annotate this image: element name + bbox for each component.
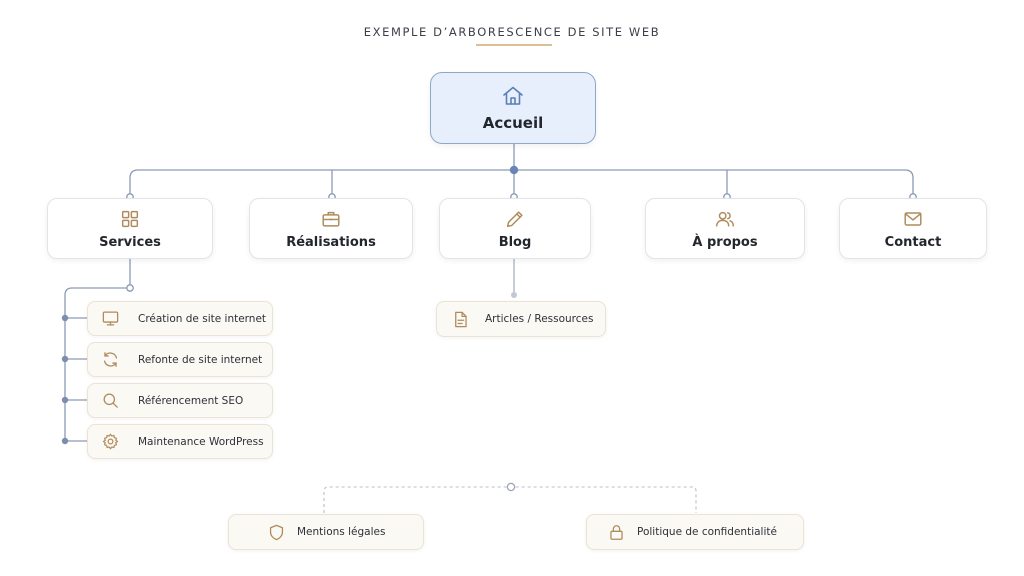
- node-label: Création de site internet: [138, 312, 267, 325]
- grid-icon: [121, 210, 139, 227]
- connector-dot: [126, 284, 134, 292]
- connector-legal-dashed: [323, 486, 697, 513]
- node-label: Mentions légales: [297, 526, 386, 538]
- connector-dot-root: [509, 165, 519, 175]
- document-icon: [455, 311, 467, 327]
- node-referencement-seo[interactable]: Référencement SEO: [87, 383, 273, 418]
- gear-icon: [102, 433, 119, 450]
- monitor-icon: [102, 311, 119, 326]
- node-services[interactable]: Services: [47, 198, 213, 259]
- page-title: EXEMPLE D’ARBORESCENCE DE SITE WEB: [363, 25, 661, 39]
- connector-dot: [61, 396, 69, 404]
- node-a-propos[interactable]: À propos: [645, 198, 805, 259]
- connector-main-bus: [129, 169, 914, 197]
- node-label: Politique de confidentialité: [637, 526, 777, 538]
- node-blog[interactable]: Blog: [439, 198, 591, 259]
- node-politique-confidentialite[interactable]: Politique de confidentialité: [586, 514, 804, 550]
- connector-dot: [61, 437, 69, 445]
- title-underline: [476, 44, 552, 46]
- node-mentions-legales[interactable]: Mentions légales: [228, 514, 424, 550]
- connector-dot: [61, 355, 69, 363]
- node-label: Maintenance WordPress: [138, 435, 264, 448]
- lock-icon: [610, 524, 623, 540]
- node-label: Articles / Ressources: [485, 313, 594, 325]
- pencil-icon: [506, 210, 523, 227]
- node-accueil[interactable]: Accueil: [430, 72, 596, 144]
- node-label: Réalisations: [286, 234, 376, 250]
- node-creation-site[interactable]: Création de site internet: [87, 301, 273, 336]
- briefcase-icon: [322, 211, 340, 227]
- node-label: Services: [99, 234, 161, 250]
- node-realisations[interactable]: Réalisations: [249, 198, 413, 259]
- node-label: À propos: [692, 234, 758, 250]
- node-label: Contact: [884, 234, 942, 250]
- node-refonte-site[interactable]: Refonte de site internet: [87, 342, 273, 377]
- node-maintenance-wordpress[interactable]: Maintenance WordPress: [87, 424, 273, 459]
- connector-dot: [511, 292, 517, 298]
- node-label: Refonte de site internet: [138, 353, 263, 366]
- shield-icon: [269, 524, 284, 540]
- connector-dot: [506, 482, 516, 492]
- refresh-icon: [103, 352, 118, 367]
- node-label: Blog: [498, 234, 532, 250]
- search-icon: [103, 393, 118, 408]
- node-contact[interactable]: Contact: [839, 198, 987, 259]
- node-label: Accueil: [482, 114, 544, 132]
- users-icon: [716, 211, 734, 227]
- node-articles-ressources[interactable]: Articles / Ressources: [436, 301, 606, 337]
- home-icon: [503, 86, 523, 105]
- mail-icon: [904, 211, 922, 226]
- connector-dot: [61, 314, 69, 322]
- node-label: Référencement SEO: [138, 394, 244, 407]
